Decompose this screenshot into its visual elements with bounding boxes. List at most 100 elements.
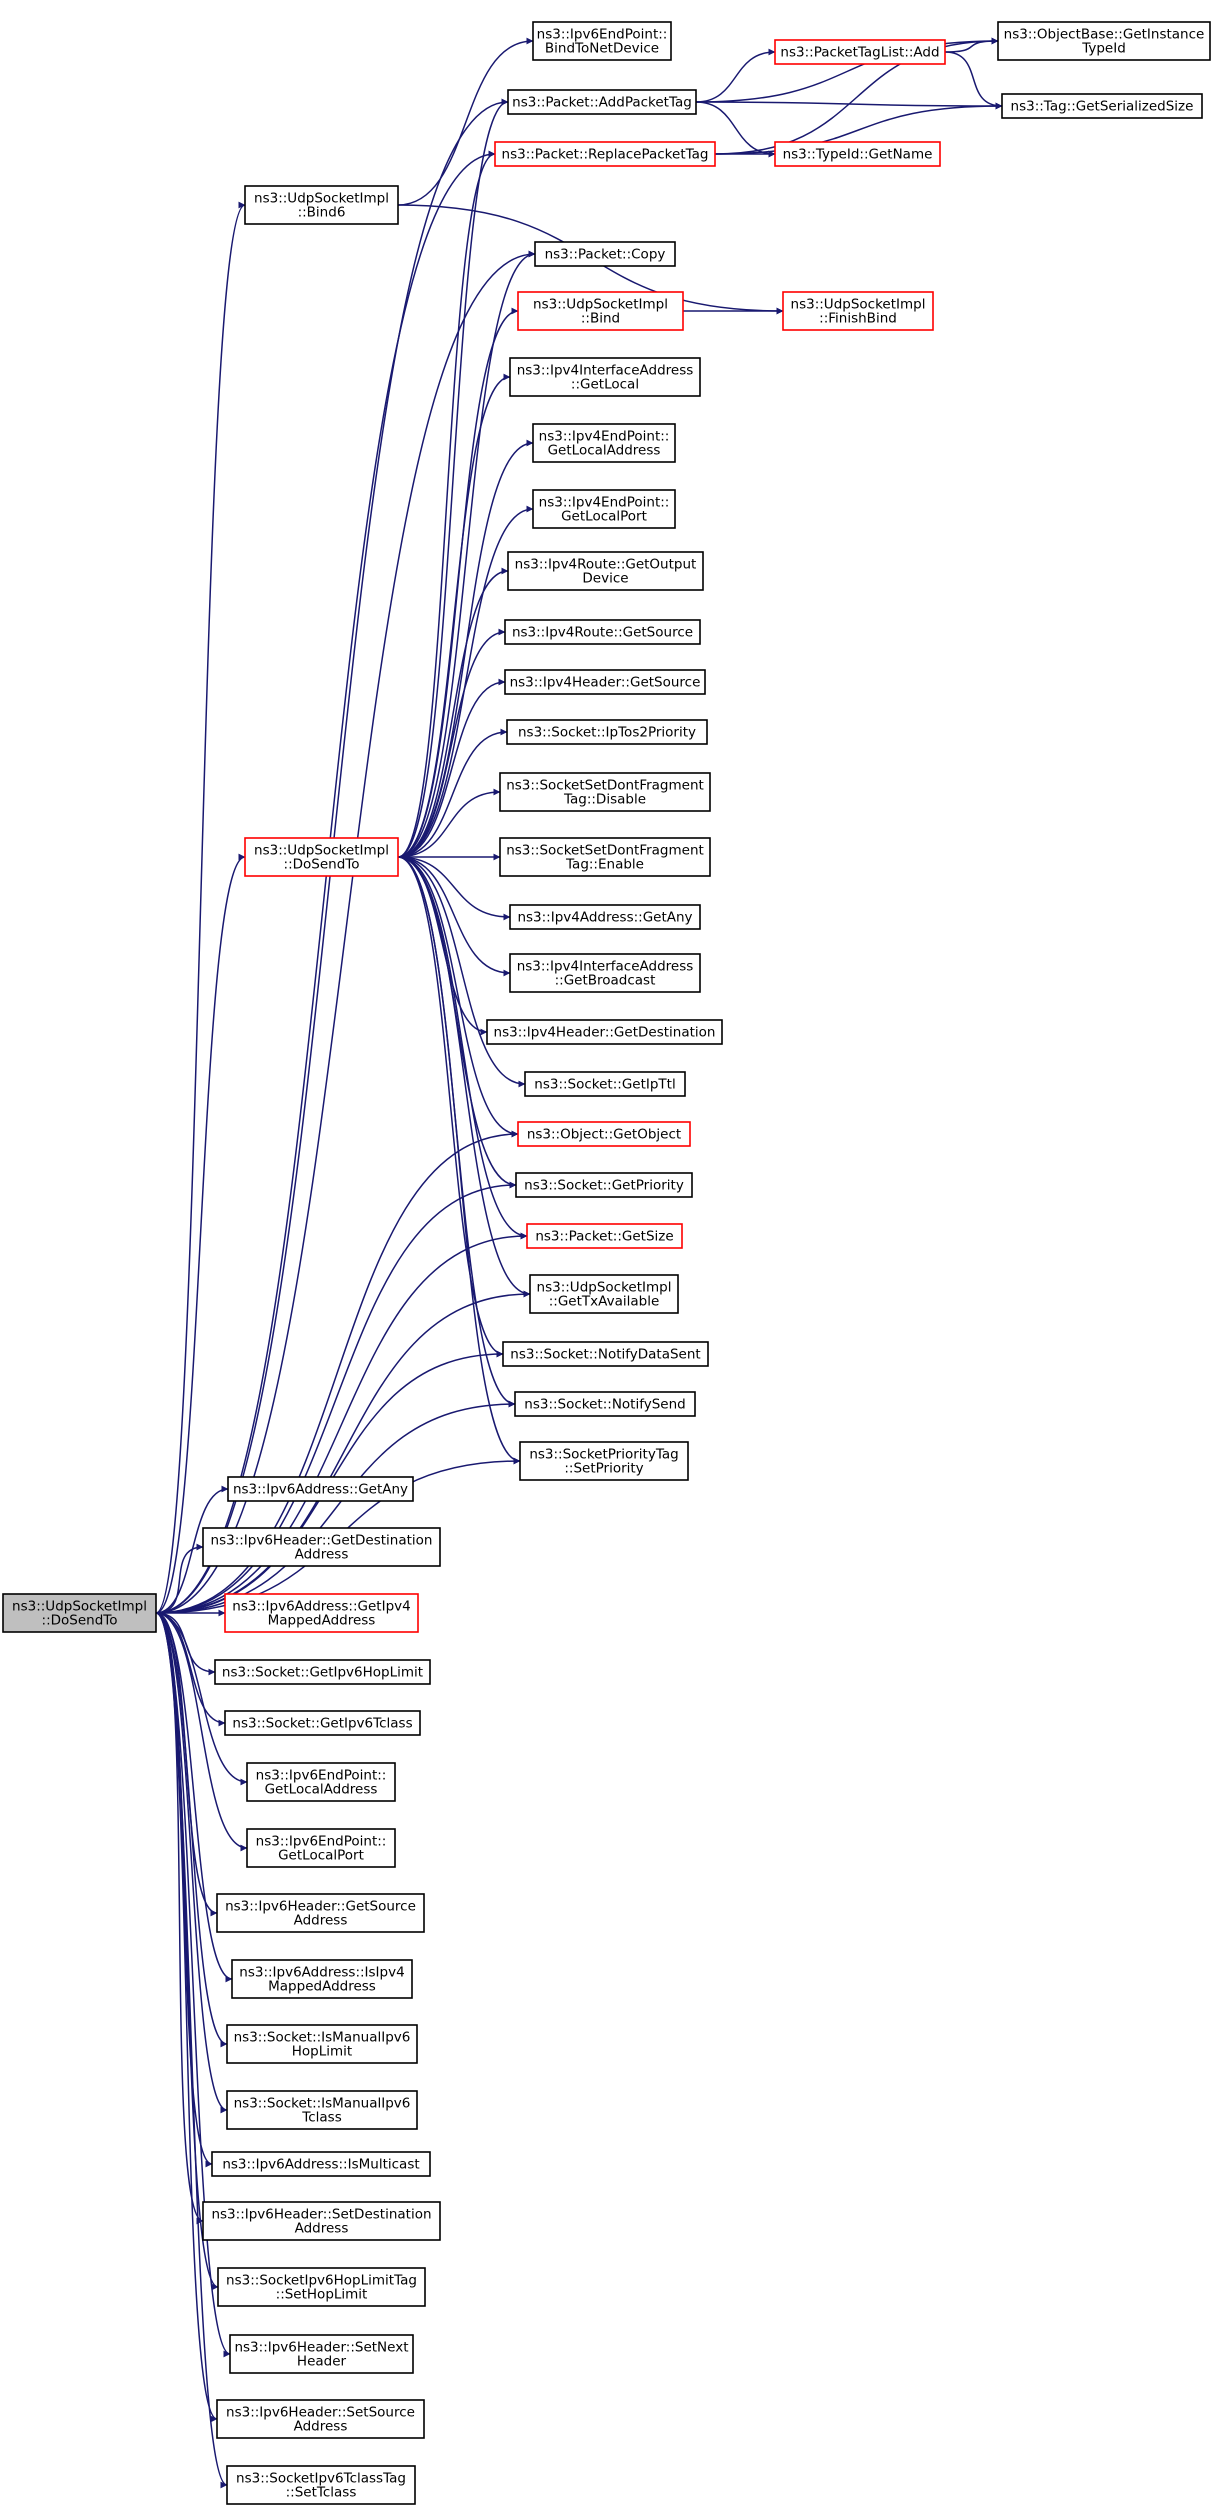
node-finish-bind[interactable]: ns3::UdpSocketImpl::FinishBind xyxy=(782,291,934,331)
node-ipv6-is-multicast[interactable]: ns3::Ipv6Address::IsMulticast xyxy=(211,2151,431,2177)
edge-dosendto2-to-ep4-get-local-port xyxy=(397,505,534,858)
node-bind-to-net-device[interactable]: ns3::Ipv6EndPoint::BindToNetDevice xyxy=(532,21,672,61)
node-label: ns3::Ipv6EndPoint:: xyxy=(256,1834,387,1850)
node-route-get-source[interactable]: ns3::Ipv4Route::GetSource xyxy=(504,619,701,645)
node-label: ns3::Socket::GetIpv6Tclass xyxy=(232,1716,412,1732)
node-get-tx-available[interactable]: ns3::UdpSocketImpl::GetTxAvailable xyxy=(529,1274,679,1314)
node-label: ::SetPriority xyxy=(564,1461,643,1477)
node-label: ns3::SocketSetDontFragment xyxy=(506,843,704,859)
node-label: ::GetTxAvailable xyxy=(549,1294,660,1310)
node-label: ns3::Ipv4Header::GetDestination xyxy=(494,1025,716,1041)
node-label: ::DoSendTo xyxy=(42,1613,118,1629)
edge-root-to-packet-get-size xyxy=(155,1232,528,1614)
node-dosendto2[interactable]: ns3::UdpSocketImpl::DoSendTo xyxy=(244,837,399,877)
edge-root-to-is-manual-hop-limit xyxy=(155,1612,228,2048)
node-label: ns3::SocketSetDontFragment xyxy=(506,778,704,794)
node-ipv6-get-any[interactable]: ns3::Ipv6Address::GetAny xyxy=(227,1476,414,1502)
node-tag-get-serialized-size[interactable]: ns3::Tag::GetSerializedSize xyxy=(1001,93,1203,119)
node-packet-tag-list-add[interactable]: ns3::PacketTagList::Add xyxy=(774,39,946,65)
node-packet-copy[interactable]: ns3::Packet::Copy xyxy=(534,241,676,267)
node-label: ns3::Socket::GetIpv6HopLimit xyxy=(222,1665,423,1681)
edge-packet-tag-list-add-to-tag-get-serialized-size xyxy=(944,51,1003,110)
node-box xyxy=(1001,93,1203,119)
node-bind6[interactable]: ns3::UdpSocketImpl::Bind6 xyxy=(244,185,399,225)
node-box xyxy=(532,489,676,529)
node-add-packet-tag[interactable]: ns3::Packet::AddPacketTag xyxy=(507,89,697,115)
node-label: ns3::UdpSocketImpl xyxy=(254,843,389,859)
edge-root-to-hdr6-get-destination xyxy=(155,1543,204,1614)
edge-dosendto2-to-iface-get-broadcast xyxy=(397,856,511,977)
edge-add-packet-tag-to-packet-tag-list-add xyxy=(695,48,776,103)
node-tclass-tag-set[interactable]: ns3::SocketIpv6TclassTag::SetTclass xyxy=(226,2465,416,2505)
node-notify-data-sent[interactable]: ns3::Socket::NotifyDataSent xyxy=(502,1341,709,1367)
node-label: ::Bind6 xyxy=(298,205,346,221)
node-label: ns3::Socket::GetPriority xyxy=(524,1178,684,1194)
node-ep6-get-local-address[interactable]: ns3::Ipv6EndPoint::GetLocalAddress xyxy=(246,1762,396,1802)
node-label: ::DoSendTo xyxy=(284,857,360,873)
node-label: ns3::Socket::IpTos2Priority xyxy=(518,725,696,741)
node-label: GetLocalPort xyxy=(278,1848,364,1864)
node-ep4-get-local-port[interactable]: ns3::Ipv4EndPoint::GetLocalPort xyxy=(532,489,676,529)
node-hdr4-get-source[interactable]: ns3::Ipv4Header::GetSource xyxy=(504,669,706,695)
node-root[interactable]: ns3::UdpSocketImpl::DoSendTo xyxy=(2,1593,157,1633)
edge-root-to-ep6-get-local-address xyxy=(155,1612,248,1786)
node-replace-packet-tag[interactable]: ns3::Packet::ReplacePacketTag xyxy=(494,141,716,167)
node-type-id-get-name[interactable]: ns3::TypeId::GetName xyxy=(774,141,941,167)
node-label: ns3::SocketIpv6TclassTag xyxy=(236,2471,406,2487)
edge-bind6-to-bind-to-net-device xyxy=(397,37,534,206)
node-label: ns3::Ipv4Route::GetSource xyxy=(512,625,693,641)
node-hop-limit-tag-set[interactable]: ns3::SocketIpv6HopLimitTag::SetHopLimit xyxy=(217,2267,426,2307)
node-label: ns3::Ipv4Header::GetSource xyxy=(510,675,701,691)
node-ep6-get-local-port[interactable]: ns3::Ipv6EndPoint::GetLocalPort xyxy=(246,1828,396,1868)
edge-root-to-ipv6-is-ipv4-mapped xyxy=(155,1612,233,1983)
node-box xyxy=(486,1019,723,1045)
node-hdr4-get-destination[interactable]: ns3::Ipv4Header::GetDestination xyxy=(486,1019,723,1045)
node-box xyxy=(226,2090,418,2130)
node-ep4-get-local-address[interactable]: ns3::Ipv4EndPoint::GetLocalAddress xyxy=(532,423,676,463)
node-get-priority[interactable]: ns3::Socket::GetPriority xyxy=(515,1172,693,1198)
node-ip-tos2-priority[interactable]: ns3::Socket::IpTos2Priority xyxy=(506,719,708,745)
edge-dosendto2-to-route-get-source xyxy=(397,628,506,858)
node-label: ns3::Ipv6Header::GetSource xyxy=(225,1899,416,1915)
node-get-ipv6-tclass[interactable]: ns3::Socket::GetIpv6Tclass xyxy=(224,1710,421,1736)
node-label: Address xyxy=(294,2419,348,2435)
node-box xyxy=(517,1121,691,1147)
node-box xyxy=(214,1659,431,1685)
node-label: ns3::Socket::NotifyDataSent xyxy=(510,1347,700,1363)
node-label: Tag::Enable xyxy=(565,857,644,873)
node-iface-get-broadcast[interactable]: ns3::Ipv4InterfaceAddress::GetBroadcast xyxy=(509,953,701,993)
node-priority-tag-set[interactable]: ns3::SocketPriorityTag::SetPriority xyxy=(519,1441,689,1481)
node-udp-bind[interactable]: ns3::UdpSocketImpl::Bind xyxy=(517,291,684,331)
node-box xyxy=(229,2334,414,2374)
edge-dosendto2-to-packet-copy xyxy=(397,250,536,858)
node-box xyxy=(244,185,399,225)
node-ipv4-get-any[interactable]: ns3::Ipv4Address::GetAny xyxy=(509,904,701,930)
node-get-ip-ttl[interactable]: ns3::Socket::GetIpTtl xyxy=(524,1071,686,1097)
node-label: MappedAddress xyxy=(268,1979,376,1995)
node-box xyxy=(499,837,711,877)
node-box xyxy=(224,1593,419,1633)
node-notify-send[interactable]: ns3::Socket::NotifySend xyxy=(514,1391,696,1417)
node-packet-get-size[interactable]: ns3::Packet::GetSize xyxy=(526,1223,683,1249)
node-object-get-object[interactable]: ns3::Object::GetObject xyxy=(517,1121,691,1147)
edge-root-to-replace-packet-tag xyxy=(155,150,496,1614)
node-box xyxy=(226,2465,416,2505)
node-box xyxy=(504,669,706,695)
node-box xyxy=(532,423,676,463)
node-get-ipv6-hop-limit[interactable]: ns3::Socket::GetIpv6HopLimit xyxy=(214,1659,431,1685)
node-label: ns3::Ipv6EndPoint:: xyxy=(256,1768,387,1784)
node-iface-get-local[interactable]: ns3::Ipv4InterfaceAddress::GetLocal xyxy=(509,357,701,397)
